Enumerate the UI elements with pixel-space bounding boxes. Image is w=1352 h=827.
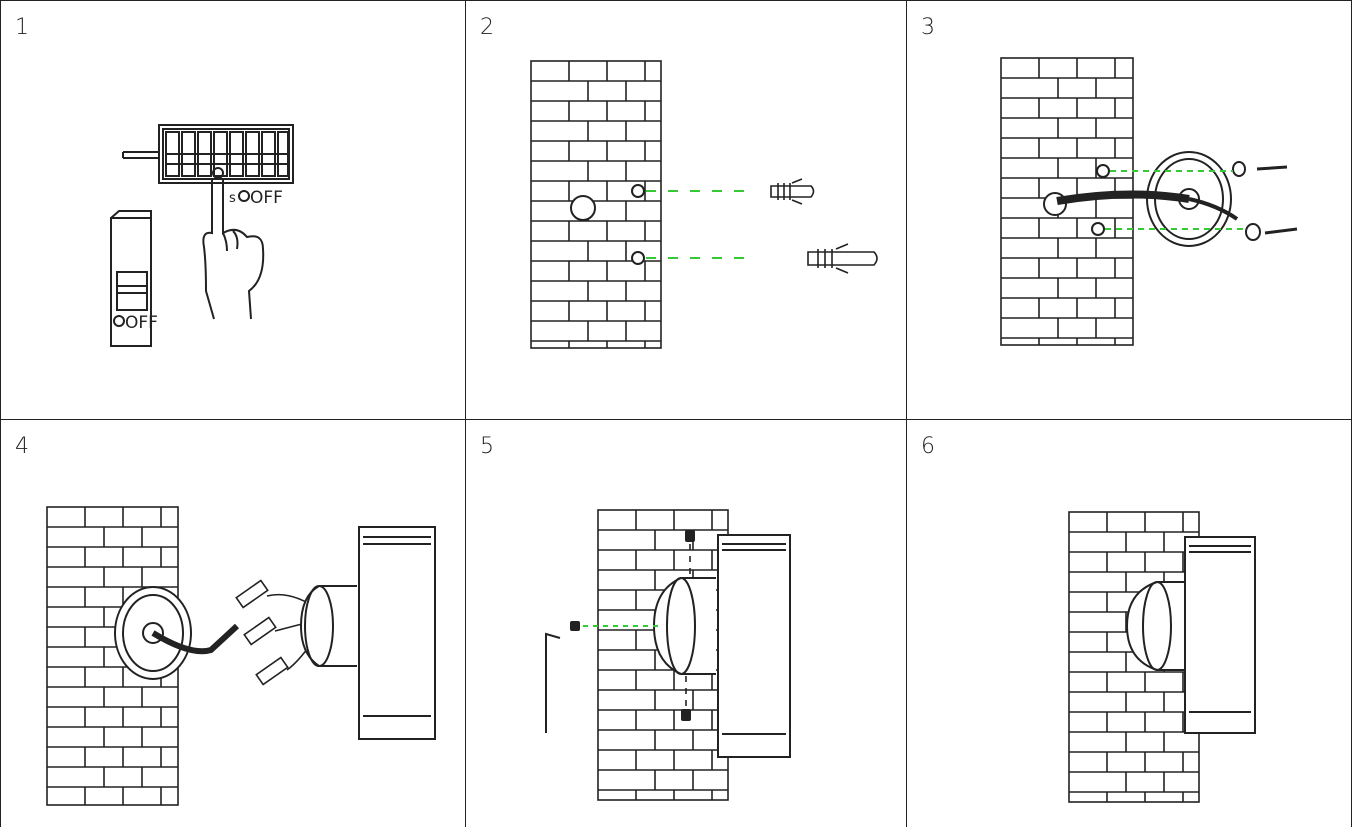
wall-plug-icon: [807, 243, 878, 274]
step-1-panel: 1: [0, 0, 465, 419]
step-number: 3: [921, 15, 935, 40]
hex-key-icon: [545, 632, 561, 733]
wiring-illustration: [46, 506, 436, 806]
grub-screw-icon: [570, 530, 695, 721]
step-6-panel: 6: [906, 419, 1352, 827]
step-number: 6: [921, 434, 935, 459]
connector-icon: [235, 579, 289, 686]
wall-plug-icon: [770, 178, 815, 205]
step-number: 1: [15, 15, 29, 40]
step-number: 5: [480, 434, 494, 459]
mount-base-illustration: [1000, 57, 1298, 346]
screw-icon: [1256, 165, 1298, 235]
fixture-attach-illustration: [545, 509, 791, 801]
step-3-panel: 3: [906, 0, 1352, 419]
power-off-illustration: s OFF OFF: [110, 124, 294, 347]
step-number: 2: [480, 15, 494, 40]
step-5-panel: 5: [465, 419, 906, 827]
breaker-off-label: OFF: [125, 313, 158, 333]
finished-fixture-illustration: [1068, 511, 1256, 803]
svg-text:s: s: [229, 191, 236, 206]
switch-off-label: OFF: [250, 188, 283, 208]
step-2-panel: 2: [465, 0, 906, 419]
drill-holes-illustration: [530, 60, 878, 349]
step-number: 4: [15, 434, 29, 459]
step-4-panel: 4: [0, 419, 465, 827]
brick-wall: [530, 60, 662, 349]
brick-wall: [46, 506, 179, 806]
